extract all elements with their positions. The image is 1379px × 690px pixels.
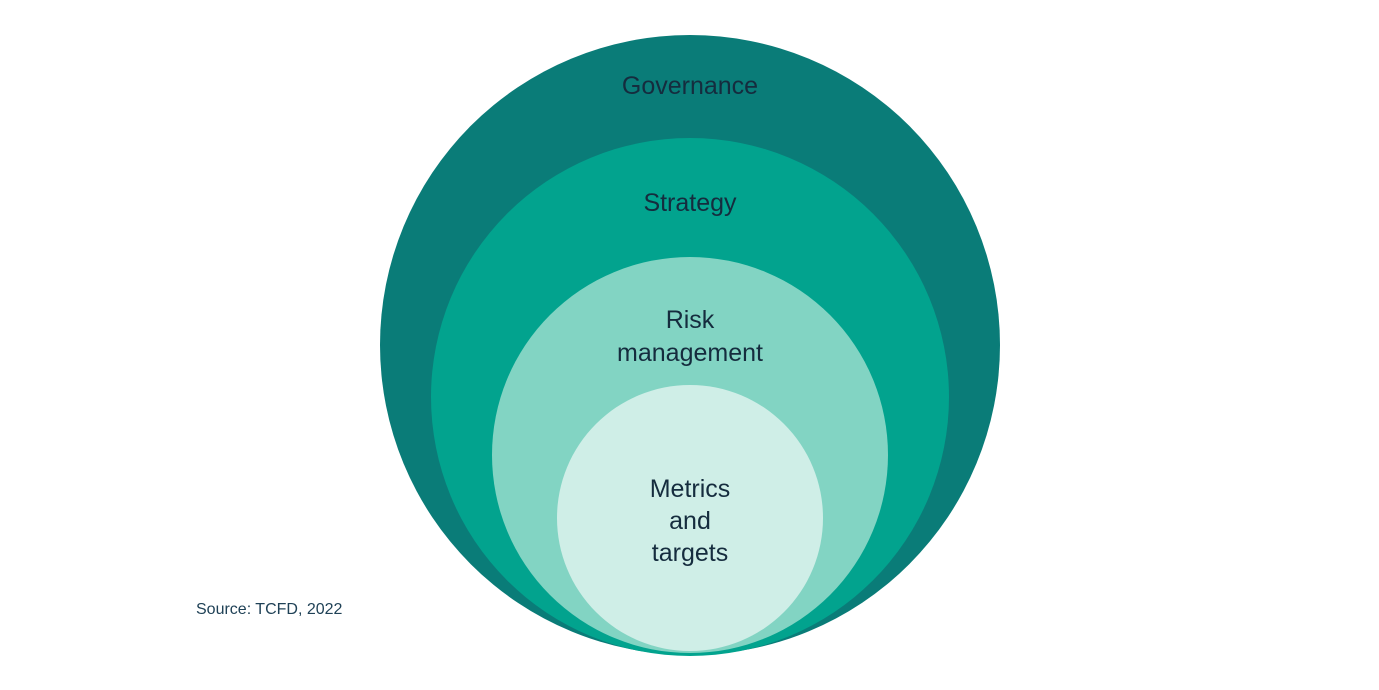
label-metrics-targets: Metrics and targets — [649, 475, 731, 567]
label-risk-management: Risk management — [617, 306, 763, 367]
label-strategy: Strategy — [643, 189, 737, 217]
circle-metrics-targets — [557, 385, 823, 651]
label-governance: Governance — [621, 72, 759, 100]
source-note: Source: TCFD, 2022 — [196, 601, 343, 618]
